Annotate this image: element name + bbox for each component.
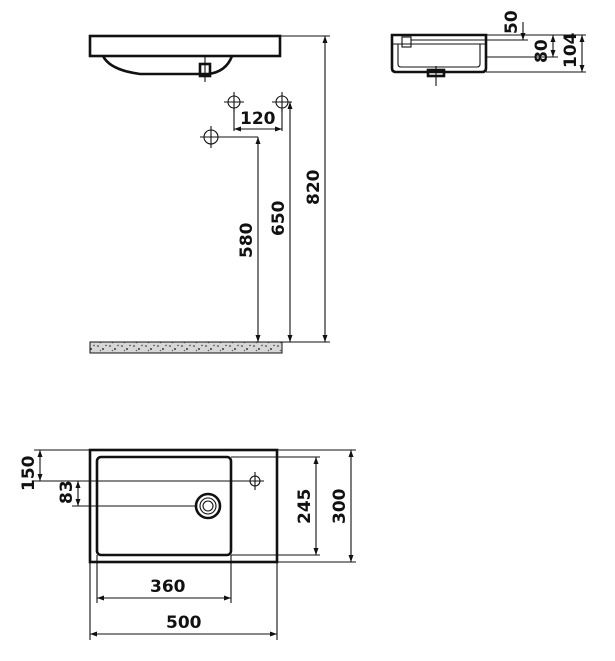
basin-top-slab — [88, 34, 282, 58]
drain-hole — [194, 492, 222, 520]
section-outer-profile — [390, 33, 488, 74]
basin-bowl-profile — [101, 55, 234, 76]
dim-label-820: 820 — [304, 169, 324, 205]
dim-label-104: 104 — [561, 32, 581, 68]
dim-label-360: 360 — [150, 577, 186, 597]
dim-label-300: 300 — [330, 488, 350, 524]
drain-pipe-circle — [200, 126, 258, 148]
section-overflow-slot — [401, 36, 412, 48]
dim-label-120: 120 — [240, 109, 276, 129]
dim-label-150: 150 — [19, 455, 39, 491]
plan-view: 150 83 245 300 360 500 — [19, 448, 356, 640]
dim-label-500: 500 — [166, 613, 202, 633]
dim-label-580: 580 — [237, 222, 257, 258]
dim-label-650: 650 — [269, 200, 289, 236]
cross-section-view: 50 80 104 — [390, 10, 586, 86]
tap-hole — [246, 472, 264, 490]
side-elevation-view: 120 580 650 820 — [88, 34, 330, 354]
dim-label-80: 80 — [532, 39, 552, 63]
dim-label-245: 245 — [295, 489, 315, 525]
dim-label-83: 83 — [57, 480, 77, 504]
section-inner-bowl — [397, 44, 481, 68]
dim-label-50: 50 — [502, 10, 522, 34]
floor-hatch — [89, 341, 283, 354]
